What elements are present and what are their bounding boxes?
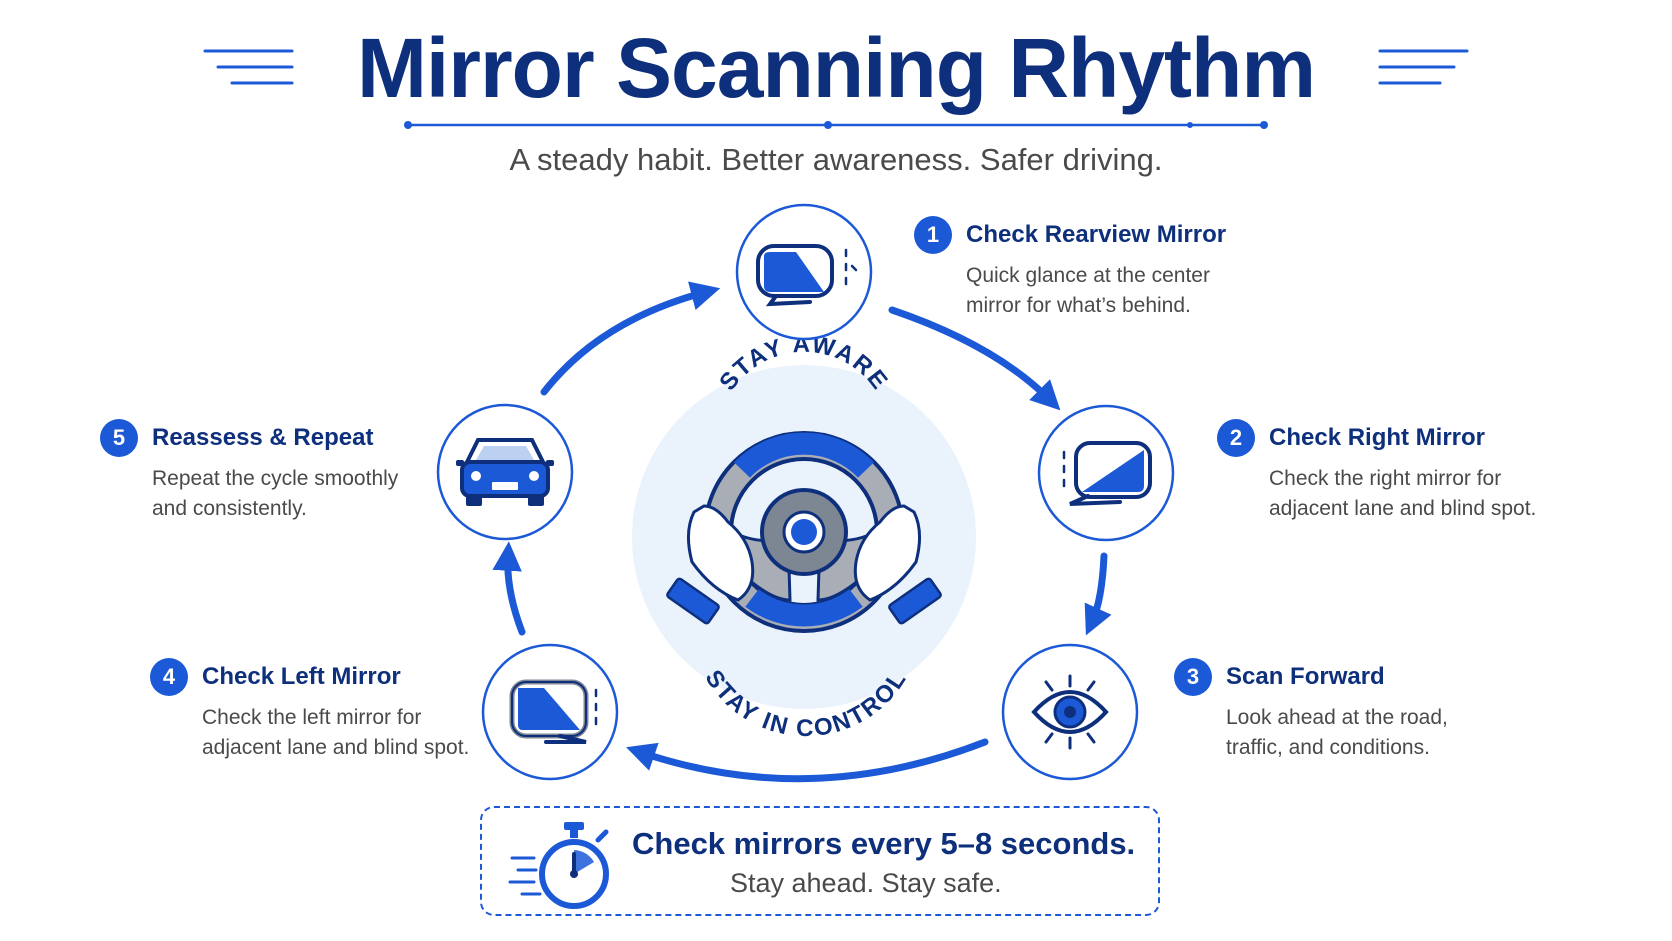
- step-description-line: and consistently.: [152, 497, 307, 520]
- step-5-icon-circle: [436, 403, 574, 541]
- rearview-mirror-icon: [756, 244, 858, 307]
- tip-sub-text: Stay ahead. Stay safe.: [730, 868, 1002, 898]
- step-description: Look ahead at the road, traffic, and con…: [1226, 703, 1448, 763]
- arrow-4-to-5: [492, 541, 526, 636]
- step-number: 2: [1217, 419, 1255, 457]
- arrow-2-to-3: [1084, 552, 1112, 636]
- car-icon: [456, 438, 554, 506]
- arrow-1-to-2: [888, 306, 1061, 411]
- step-4: 4 Check Left Mirror Check the left mirro…: [150, 657, 469, 763]
- title-right-lines: [1378, 49, 1469, 85]
- step-description: Quick glance at the center mirror for wh…: [966, 261, 1226, 321]
- title-left-lines: [203, 49, 294, 85]
- page-subtitle: A steady habit. Better awareness. Safer …: [509, 142, 1163, 177]
- step-description-line: Look ahead at the road,: [1226, 706, 1448, 729]
- step-1-icon-circle: [735, 203, 873, 341]
- right-mirror-icon: [1062, 441, 1152, 506]
- step-description-line: Check the right mirror for: [1269, 467, 1502, 490]
- step-2-icon-circle: [1037, 404, 1175, 542]
- step-title: Check Right Mirror: [1269, 424, 1486, 451]
- step-title: Reassess & Repeat: [152, 424, 374, 451]
- step-description-line: Quick glance at the center: [966, 264, 1210, 287]
- center-badge: STAY AWARE STAY IN CONTROL: [632, 331, 976, 742]
- step-description: Repeat the cycle smoothly and consistent…: [152, 464, 398, 524]
- steering-wheel-icon: [666, 431, 942, 633]
- page-title: Mirror Scanning Rhythm: [356, 21, 1316, 115]
- eye-icon: [1031, 674, 1109, 750]
- step-3-icon-circle: [1001, 643, 1139, 781]
- tip-box: Check mirrors every 5–8 seconds. Stay ah…: [480, 806, 1160, 916]
- step-description-line: traffic, and conditions.: [1226, 736, 1430, 759]
- arrow-3-to-4: [626, 738, 989, 783]
- title-underline: [404, 121, 1268, 129]
- step-1: 1 Check Rearview Mirror Quick glance at …: [914, 215, 1226, 321]
- step-3: 3 Scan Forward Look ahead at the road, t…: [1174, 657, 1448, 763]
- step-2: 2 Check Right Mirror Check the right mir…: [1217, 418, 1536, 524]
- step-description-line: Repeat the cycle smoothly: [152, 467, 399, 490]
- step-description-line: adjacent lane and blind spot.: [1269, 497, 1537, 520]
- step-description-line: adjacent lane and blind spot.: [202, 736, 470, 759]
- step-number: 3: [1174, 658, 1212, 696]
- tip-main-text: Check mirrors every 5–8 seconds.: [632, 826, 1136, 861]
- step-description: Check the left mirror for adjacent lane …: [202, 703, 469, 763]
- step-description-line: mirror for what’s behind.: [966, 294, 1191, 317]
- step-number: 4: [150, 658, 188, 696]
- step-title: Scan Forward: [1226, 663, 1385, 690]
- arrow-5-to-1: [540, 281, 721, 396]
- stopwatch-icon: [508, 822, 609, 909]
- step-4-icon-circle: [481, 643, 619, 781]
- step-5: 5 Reassess & Repeat Repeat the cycle smo…: [100, 418, 398, 524]
- step-number: 5: [100, 419, 138, 457]
- step-title: Check Left Mirror: [202, 663, 401, 690]
- left-mirror-icon: [509, 679, 598, 744]
- step-title: Check Rearview Mirror: [966, 221, 1227, 248]
- step-number: 1: [914, 216, 952, 254]
- cycle-arrows: [492, 281, 1112, 783]
- step-description-line: Check the left mirror for: [202, 706, 422, 729]
- step-description: Check the right mirror for adjacent lane…: [1269, 464, 1536, 524]
